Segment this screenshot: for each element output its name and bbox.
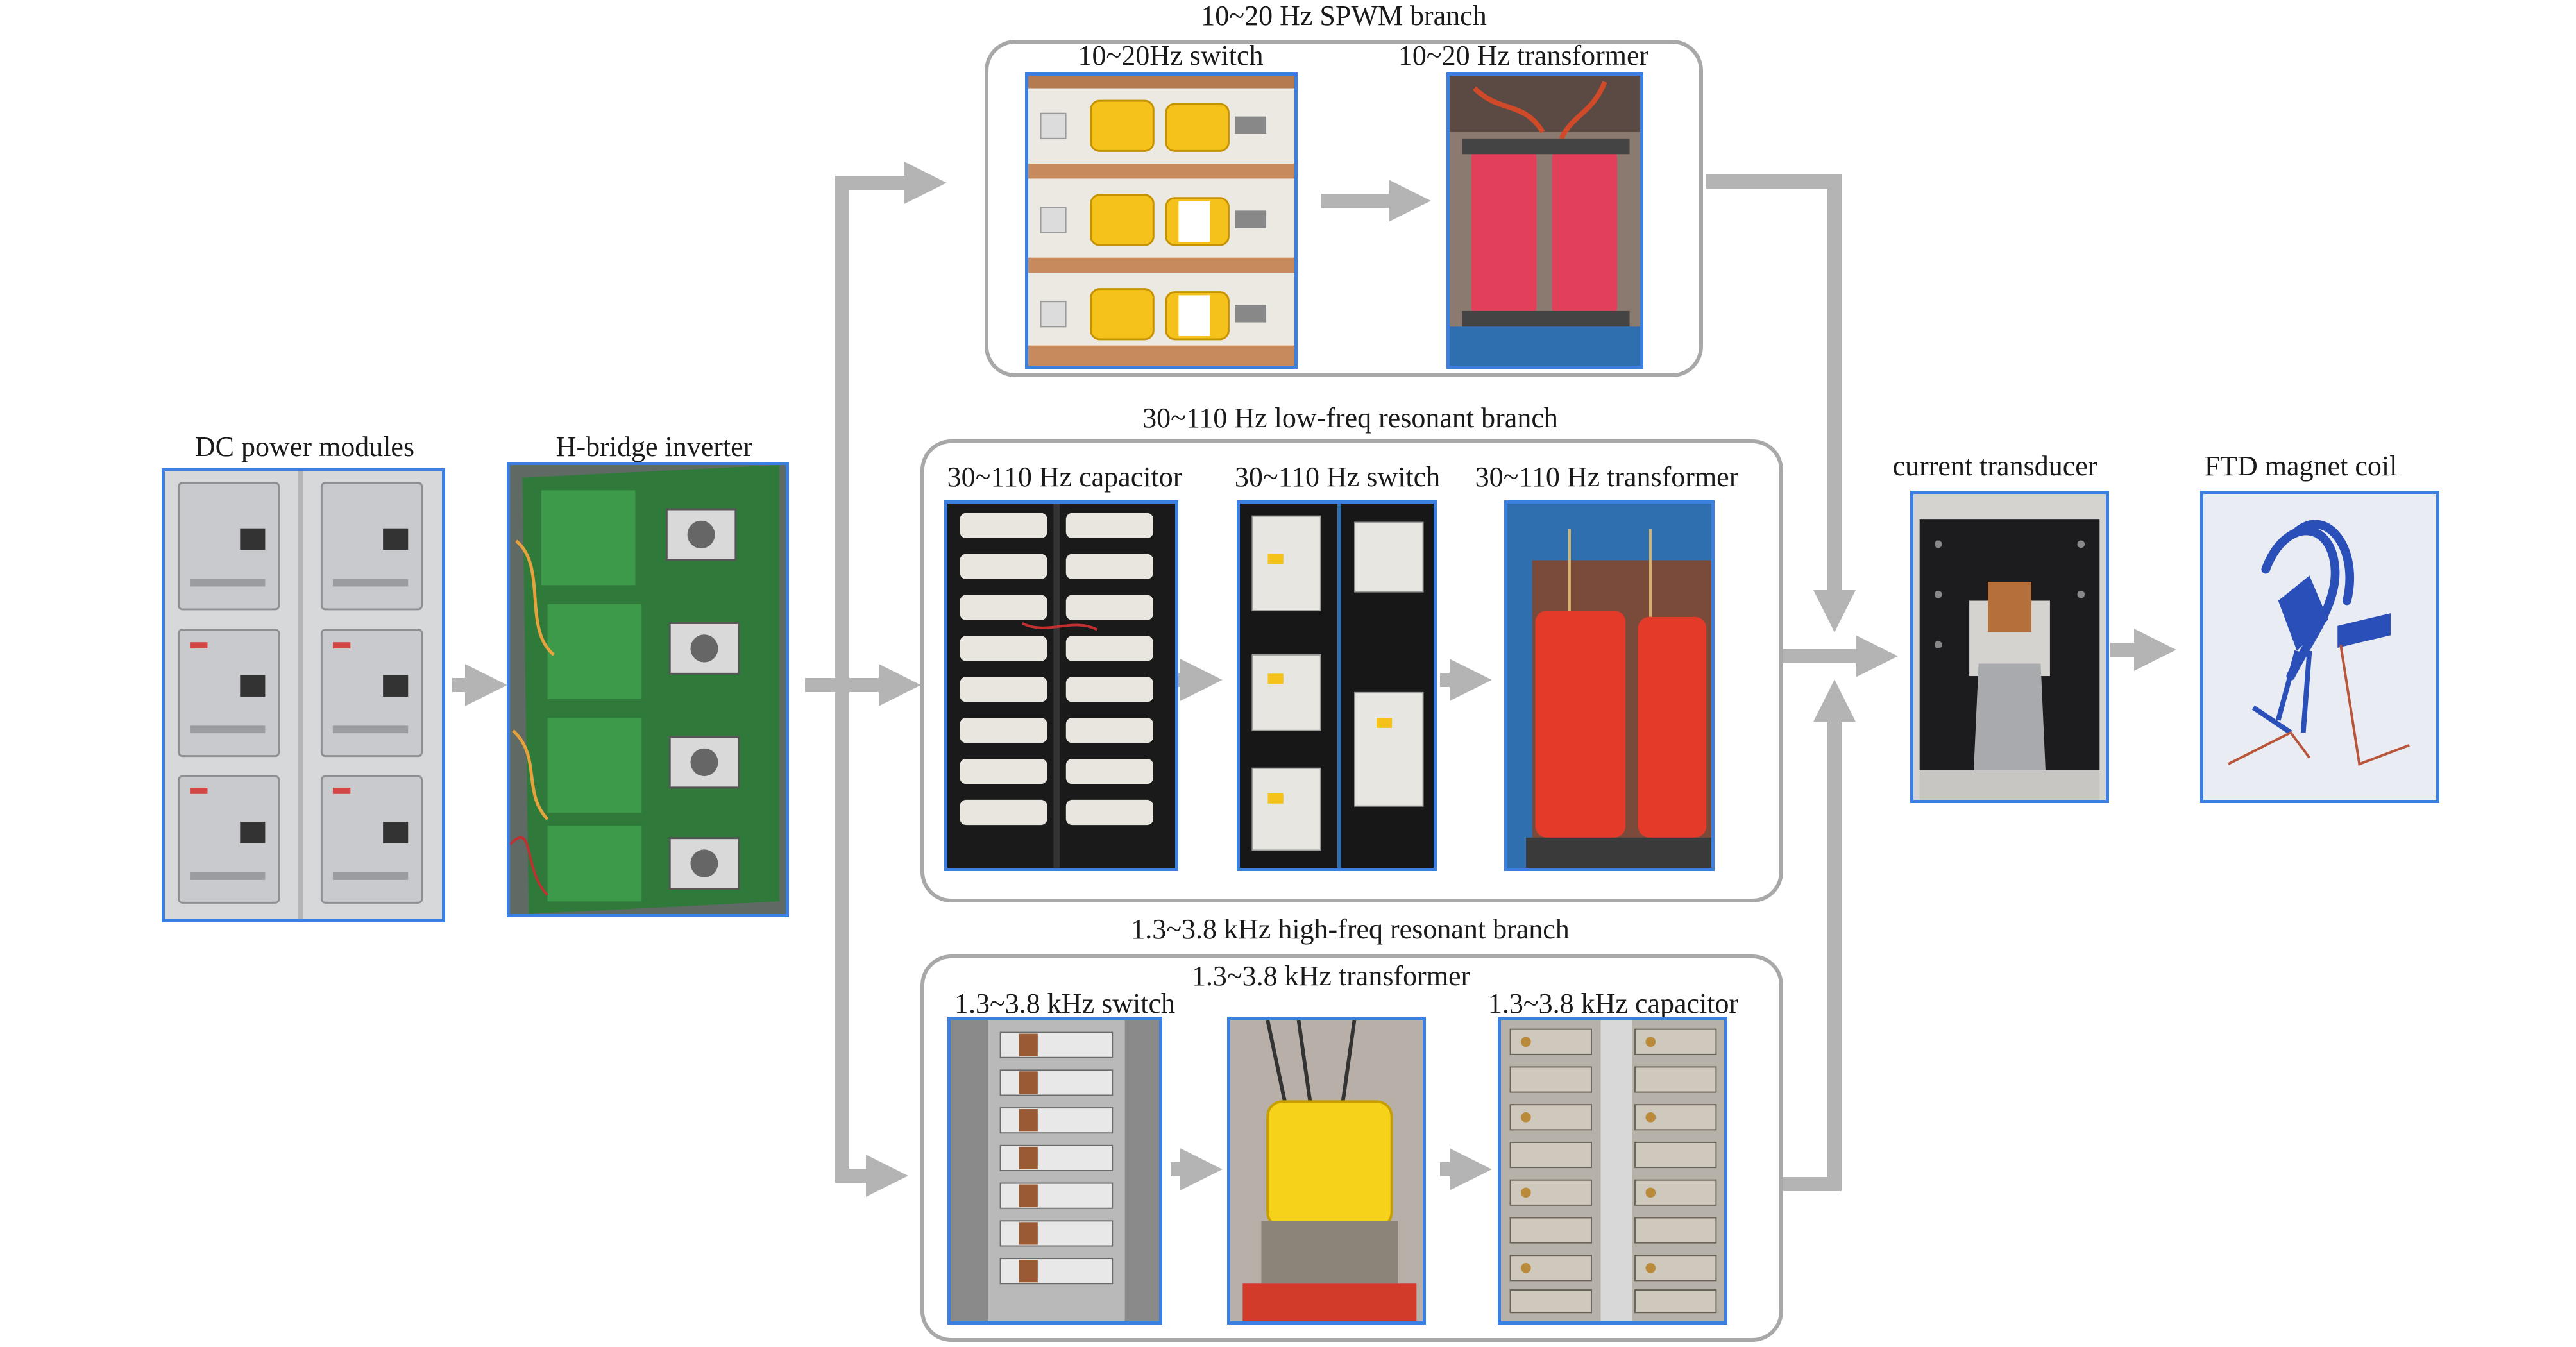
high-transformer-photo xyxy=(1227,1017,1426,1325)
high-switch-photo xyxy=(947,1017,1162,1325)
h-bridge-inverter-photo xyxy=(507,462,789,917)
label-high-transformer: 1.3~3.8 kHz transformer xyxy=(1191,960,1471,992)
arrow-inverter-to-high xyxy=(835,685,908,1197)
spwm-transformer-photo xyxy=(1446,72,1643,369)
high-capacitor-photo xyxy=(1498,1017,1727,1325)
spwm-branch-box xyxy=(985,40,1703,377)
label-spwm-switch: 10~20Hz switch xyxy=(1078,40,1264,71)
label-h-bridge-inverter: H-bridge inverter xyxy=(555,431,753,462)
label-high-switch: 1.3~3.8 kHz switch xyxy=(954,988,1175,1019)
label-dc-power-modules: DC power modules xyxy=(194,431,415,462)
dc-power-modules-photo xyxy=(162,468,445,922)
label-low-capacitor: 30~110 Hz capacitor xyxy=(947,461,1183,493)
low-capacitor-photo xyxy=(944,500,1178,871)
label-low-switch: 30~110 Hz switch xyxy=(1234,461,1441,493)
label-low-branch-title: 30~110 Hz low-freq resonant branch xyxy=(1142,402,1558,434)
spwm-switch-photo xyxy=(1025,72,1298,369)
label-ftd-magnet-coil: FTD magnet coil xyxy=(2204,450,2398,482)
label-low-transformer: 30~110 Hz transformer xyxy=(1475,461,1739,493)
arrow-inverter-to-spwm xyxy=(805,162,947,692)
low-transformer-photo xyxy=(1504,500,1715,871)
label-spwm-transformer: 10~20 Hz transformer xyxy=(1398,40,1649,71)
label-high-capacitor: 1.3~3.8 kHz capacitor xyxy=(1487,988,1739,1019)
current-transducer-photo xyxy=(1910,491,2109,803)
high-branch-box xyxy=(920,954,1783,1342)
low-switch-photo xyxy=(1237,500,1437,871)
label-spwm-branch-title: 10~20 Hz SPWM branch xyxy=(1201,0,1487,31)
label-high-branch-title: 1.3~3.8 kHz high-freq resonant branch xyxy=(1131,913,1570,945)
arrow-spwm-to-merge xyxy=(1706,174,1856,632)
low-branch-box xyxy=(920,439,1783,902)
ftd-magnet-coil-photo xyxy=(2200,491,2439,803)
label-current-transducer: current transducer xyxy=(1892,450,2097,482)
arrow-high-to-merge xyxy=(1783,679,1856,1191)
